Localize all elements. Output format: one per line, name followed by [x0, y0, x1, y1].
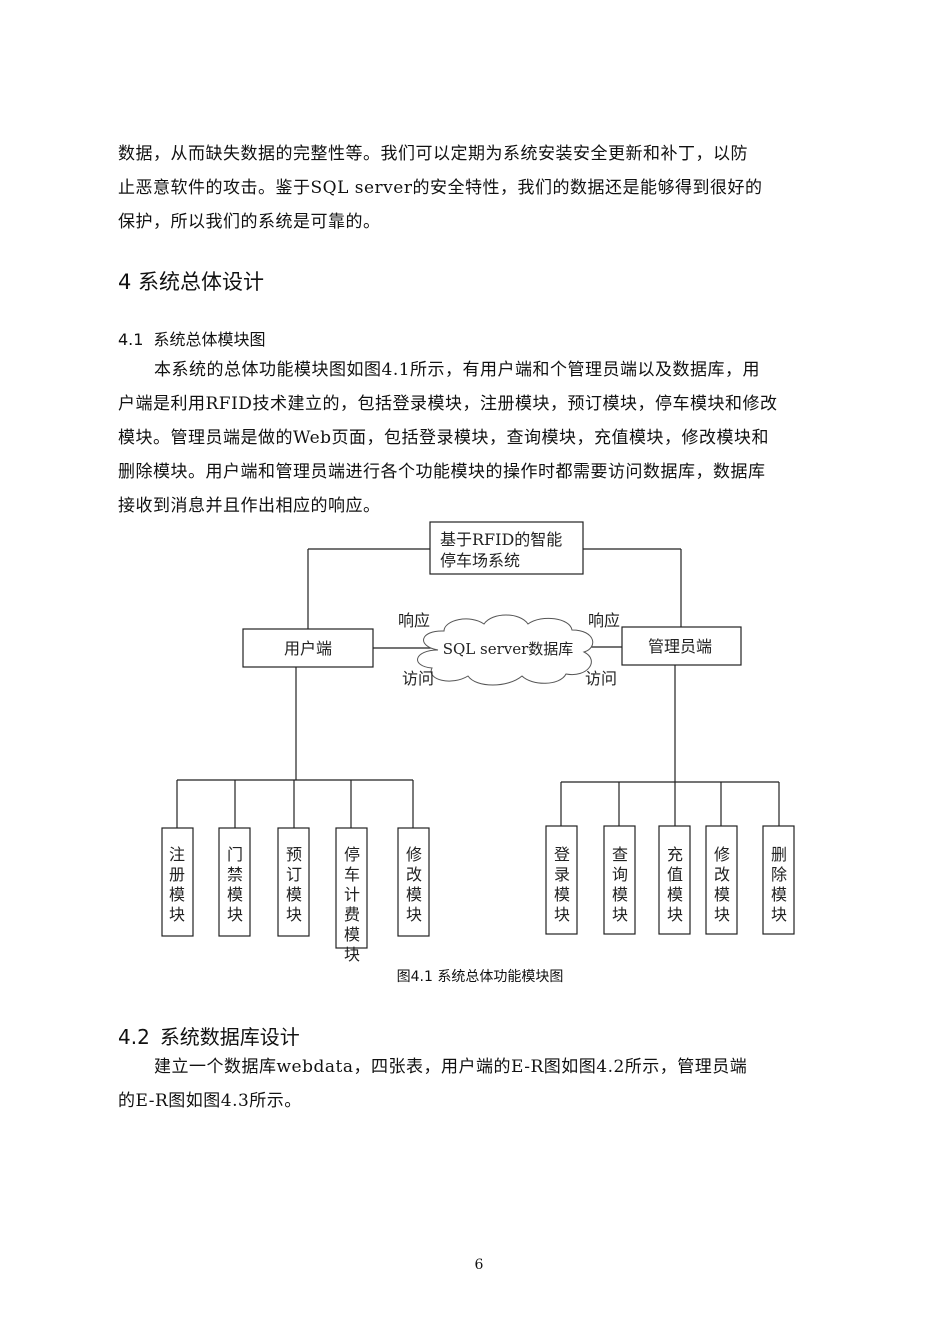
text-line: 止恶意软件的攻击。鉴于SQL server的安全特性，我们的数据还是能够得到很好… — [118, 178, 763, 198]
root-node-line2: 停车场系统 — [440, 551, 520, 570]
module-label-char: 车 — [344, 865, 360, 884]
module-label-char: 值 — [667, 865, 683, 884]
module-label-char: 门 — [227, 845, 243, 864]
module-label-char: 模 — [344, 925, 360, 944]
left-access-label: 访问 — [402, 669, 434, 688]
module-label-char: 模 — [286, 885, 302, 904]
text-line: 的E-R图如图4.3所示。 — [118, 1091, 302, 1111]
left-response-label: 响应 — [398, 611, 430, 630]
module-label-char: 模 — [612, 885, 628, 904]
module-label-char: 模 — [169, 885, 185, 904]
module-label-char: 禁 — [227, 865, 243, 884]
section-number: 4.1 — [118, 330, 144, 349]
right-response-label: 响应 — [588, 611, 620, 630]
section-4-2-paragraph: 建立一个数据库webdata，四张表，用户端的E-R图如图4.2所示，管理员端 … — [118, 1050, 840, 1118]
module-label-char: 块 — [169, 905, 185, 924]
module-label-char: 模 — [714, 885, 730, 904]
module-label-char: 预 — [286, 845, 302, 864]
module-label-char: 块 — [714, 905, 730, 924]
module-label-char: 费 — [344, 905, 360, 924]
text-line: 模块。管理员端是做的Web页面，包括登录模块，查询模块，充值模块，修改模块和 — [118, 428, 770, 448]
section-4-heading: 4 系统总体设计 — [118, 270, 265, 294]
module-label-char: 订 — [286, 865, 302, 884]
module-label-char: 块 — [227, 905, 243, 924]
module-label-char: 块 — [771, 905, 787, 924]
module-label-char: 注 — [169, 845, 185, 864]
module-label-char: 修 — [714, 845, 730, 864]
text-line: 户端是利用RFID技术建立的，包括登录模块，注册模块，预订模块，停车模块和修改 — [118, 394, 778, 414]
text-line: 接收到消息并且作出相应的响应。 — [118, 496, 381, 516]
module-label-char: 改 — [406, 865, 422, 884]
module-label-char: 模 — [771, 885, 787, 904]
module-label-char: 模 — [554, 885, 570, 904]
section-4-1-heading: 4.1 系统总体模块图 — [118, 326, 265, 350]
figure-caption: 图4.1 系统总体功能模块图 — [396, 969, 564, 985]
text-line: 建立一个数据库webdata，四张表，用户端的E-R图如图4.2所示，管理员端 — [154, 1057, 748, 1077]
section-4-2-heading: 4.2 系统数据库设计 — [118, 1021, 300, 1050]
module-label-char: 模 — [406, 885, 422, 904]
root-node-line1: 基于RFID的智能 — [440, 530, 562, 549]
user-node: 用户端 — [284, 639, 332, 658]
module-label-char: 登 — [554, 845, 570, 864]
module-label-char: 改 — [714, 865, 730, 884]
module-label-char: 停 — [344, 845, 360, 864]
module-label-char: 除 — [771, 865, 787, 884]
module-label-char: 模 — [667, 885, 683, 904]
module-label-char: 计 — [344, 885, 360, 904]
module-label-char: 充 — [667, 845, 683, 864]
module-label-char: 块 — [406, 905, 422, 924]
module-label-char: 块 — [612, 905, 628, 924]
right-access-label: 访问 — [585, 669, 617, 688]
module-label-char: 册 — [169, 865, 185, 884]
section-number: 4.2 — [118, 1025, 150, 1049]
text-line: 保护，所以我们的系统是可靠的。 — [118, 212, 381, 232]
module-label-char: 查 — [612, 845, 628, 864]
section-title: 系统数据库设计 — [159, 1025, 300, 1049]
text-line: 数据，从而缺失数据的完整性等。我们可以定期为系统安装安全更新和补丁，以防 — [118, 144, 748, 164]
database-cloud-label: SQL server数据库 — [443, 640, 574, 658]
intro-paragraph: 数据，从而缺失数据的完整性等。我们可以定期为系统安装安全更新和补丁，以防 止恶意… — [118, 137, 840, 239]
module-label-char: 模 — [227, 885, 243, 904]
module-label-char: 删 — [771, 845, 787, 864]
module-label-char: 块 — [554, 905, 570, 924]
module-label-char: 修 — [406, 845, 422, 864]
module-label-char: 录 — [554, 865, 570, 884]
admin-node: 管理员端 — [648, 637, 712, 656]
section-4-1-paragraph: 本系统的总体功能模块图如图4.1所示，有用户端和个管理员端以及数据库，用 户端是… — [118, 353, 840, 523]
text-line: 删除模块。用户端和管理员端进行各个功能模块的操作时都需要访问数据库，数据库 — [118, 462, 766, 482]
text-line: 本系统的总体功能模块图如图4.1所示，有用户端和个管理员端以及数据库，用 — [154, 360, 761, 380]
module-label-char: 块 — [286, 905, 302, 924]
module-label-char: 块 — [667, 905, 683, 924]
page-number: 6 — [474, 1257, 484, 1273]
module-label-char: 询 — [612, 865, 628, 884]
module-label-char: 块 — [344, 945, 360, 964]
section-title: 系统总体模块图 — [153, 330, 266, 349]
